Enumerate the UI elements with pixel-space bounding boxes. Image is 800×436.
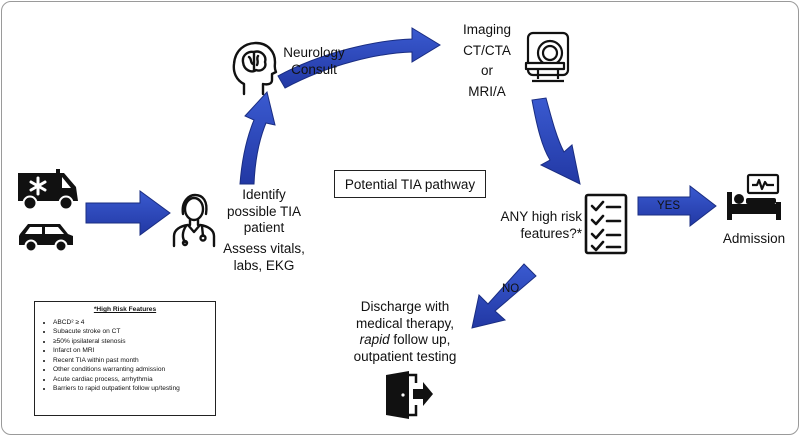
assess-line-1: Assess vitals,: [223, 241, 305, 256]
yes-label: YES: [657, 200, 681, 212]
risk-item-abcd: ABCD² ≥ 4: [53, 318, 215, 328]
pathway-title-box: Potential TIA pathway: [334, 170, 486, 198]
mri-scanner-icon: [524, 31, 570, 83]
arrow-yes-to-admission: [637, 184, 717, 228]
high-risk-features-box: *High Risk Features ABCD² ≥ 4 Subacute s…: [34, 301, 216, 416]
ambulance-icon: [18, 169, 78, 211]
brain-head-icon: [232, 41, 278, 96]
admission-label: Admission: [722, 231, 786, 246]
risk-question-text: ANY high risk features?*: [482, 209, 582, 242]
high-risk-features-title: *High Risk Features: [93, 306, 157, 313]
discharge-line-4: outpatient testing: [353, 348, 457, 364]
risk-item-subacute-stroke: Subacute stroke on CT: [53, 327, 215, 337]
pathway-title: Potential TIA pathway: [344, 176, 476, 192]
hospital-bed-icon: [727, 173, 781, 220]
checklist-icon: [584, 193, 628, 255]
risk-item-cardiac: Acute cardiac process, arrhythmia: [53, 375, 215, 385]
arrow-arrival-to-identify: [85, 190, 171, 236]
assess-vitals-text: Assess vitals, labs, EKG: [209, 241, 319, 274]
risk-item-infarct: Infarct on MRI: [53, 346, 215, 356]
car-icon: [19, 224, 73, 252]
imaging-line-4: MRI/A: [468, 83, 506, 99]
assess-line-2: labs, EKG: [233, 257, 295, 273]
neurology-consult-text: Neurology Consult: [274, 45, 354, 78]
identify-line-2: possible TIA: [226, 203, 302, 219]
arrow-neurology-to-imaging: [277, 27, 441, 89]
imaging-line-2: CT/CTA: [463, 42, 511, 58]
discharge-line-1: Discharge with: [360, 299, 450, 314]
discharge-rapid-emphasis: rapid: [359, 332, 390, 347]
arrow-no-to-discharge: [471, 263, 537, 329]
arrow-identify-to-neurology: [239, 90, 276, 185]
neurology-line-1: Neurology: [283, 45, 345, 60]
no-label: NO: [502, 283, 520, 295]
imaging-line-3: or: [480, 63, 493, 78]
risk-question-line-2: features?*: [520, 225, 582, 241]
arrow-imaging-to-risk: [531, 97, 581, 185]
risk-question-line-1: ANY high risk: [500, 209, 582, 224]
risk-item-other-conditions: Other conditions warranting admission: [53, 365, 215, 375]
discharge-line-3-rest: follow up,: [389, 332, 451, 347]
risk-item-stenosis: ≥50% ipsilateral stenosis: [53, 337, 215, 347]
identify-line-3: patient: [243, 220, 285, 235]
risk-item-recent-tia: Recent TIA within past month: [53, 356, 215, 366]
doctor-icon: [172, 193, 216, 248]
imaging-text: Imaging CT/CTA or MRI/A: [449, 20, 525, 102]
risk-item-barriers: Barriers to rapid outpatient follow up/t…: [53, 384, 215, 394]
neurology-line-2: Consult: [291, 61, 337, 77]
imaging-line-1: Imaging: [462, 22, 512, 37]
discharge-line-3: rapid follow up,: [340, 332, 470, 349]
identify-line-1: Identify: [242, 187, 286, 202]
identify-patient-text: Identify possible TIA patient: [209, 187, 319, 237]
discharge-text: Discharge with medical therapy, rapid fo…: [340, 299, 470, 365]
admission-text: Admission: [714, 231, 794, 248]
discharge-line-2: medical therapy,: [355, 315, 455, 331]
exit-door-icon: [386, 371, 433, 419]
high-risk-features-list: ABCD² ≥ 4 Subacute stroke on CT ≥50% ips…: [35, 318, 215, 394]
